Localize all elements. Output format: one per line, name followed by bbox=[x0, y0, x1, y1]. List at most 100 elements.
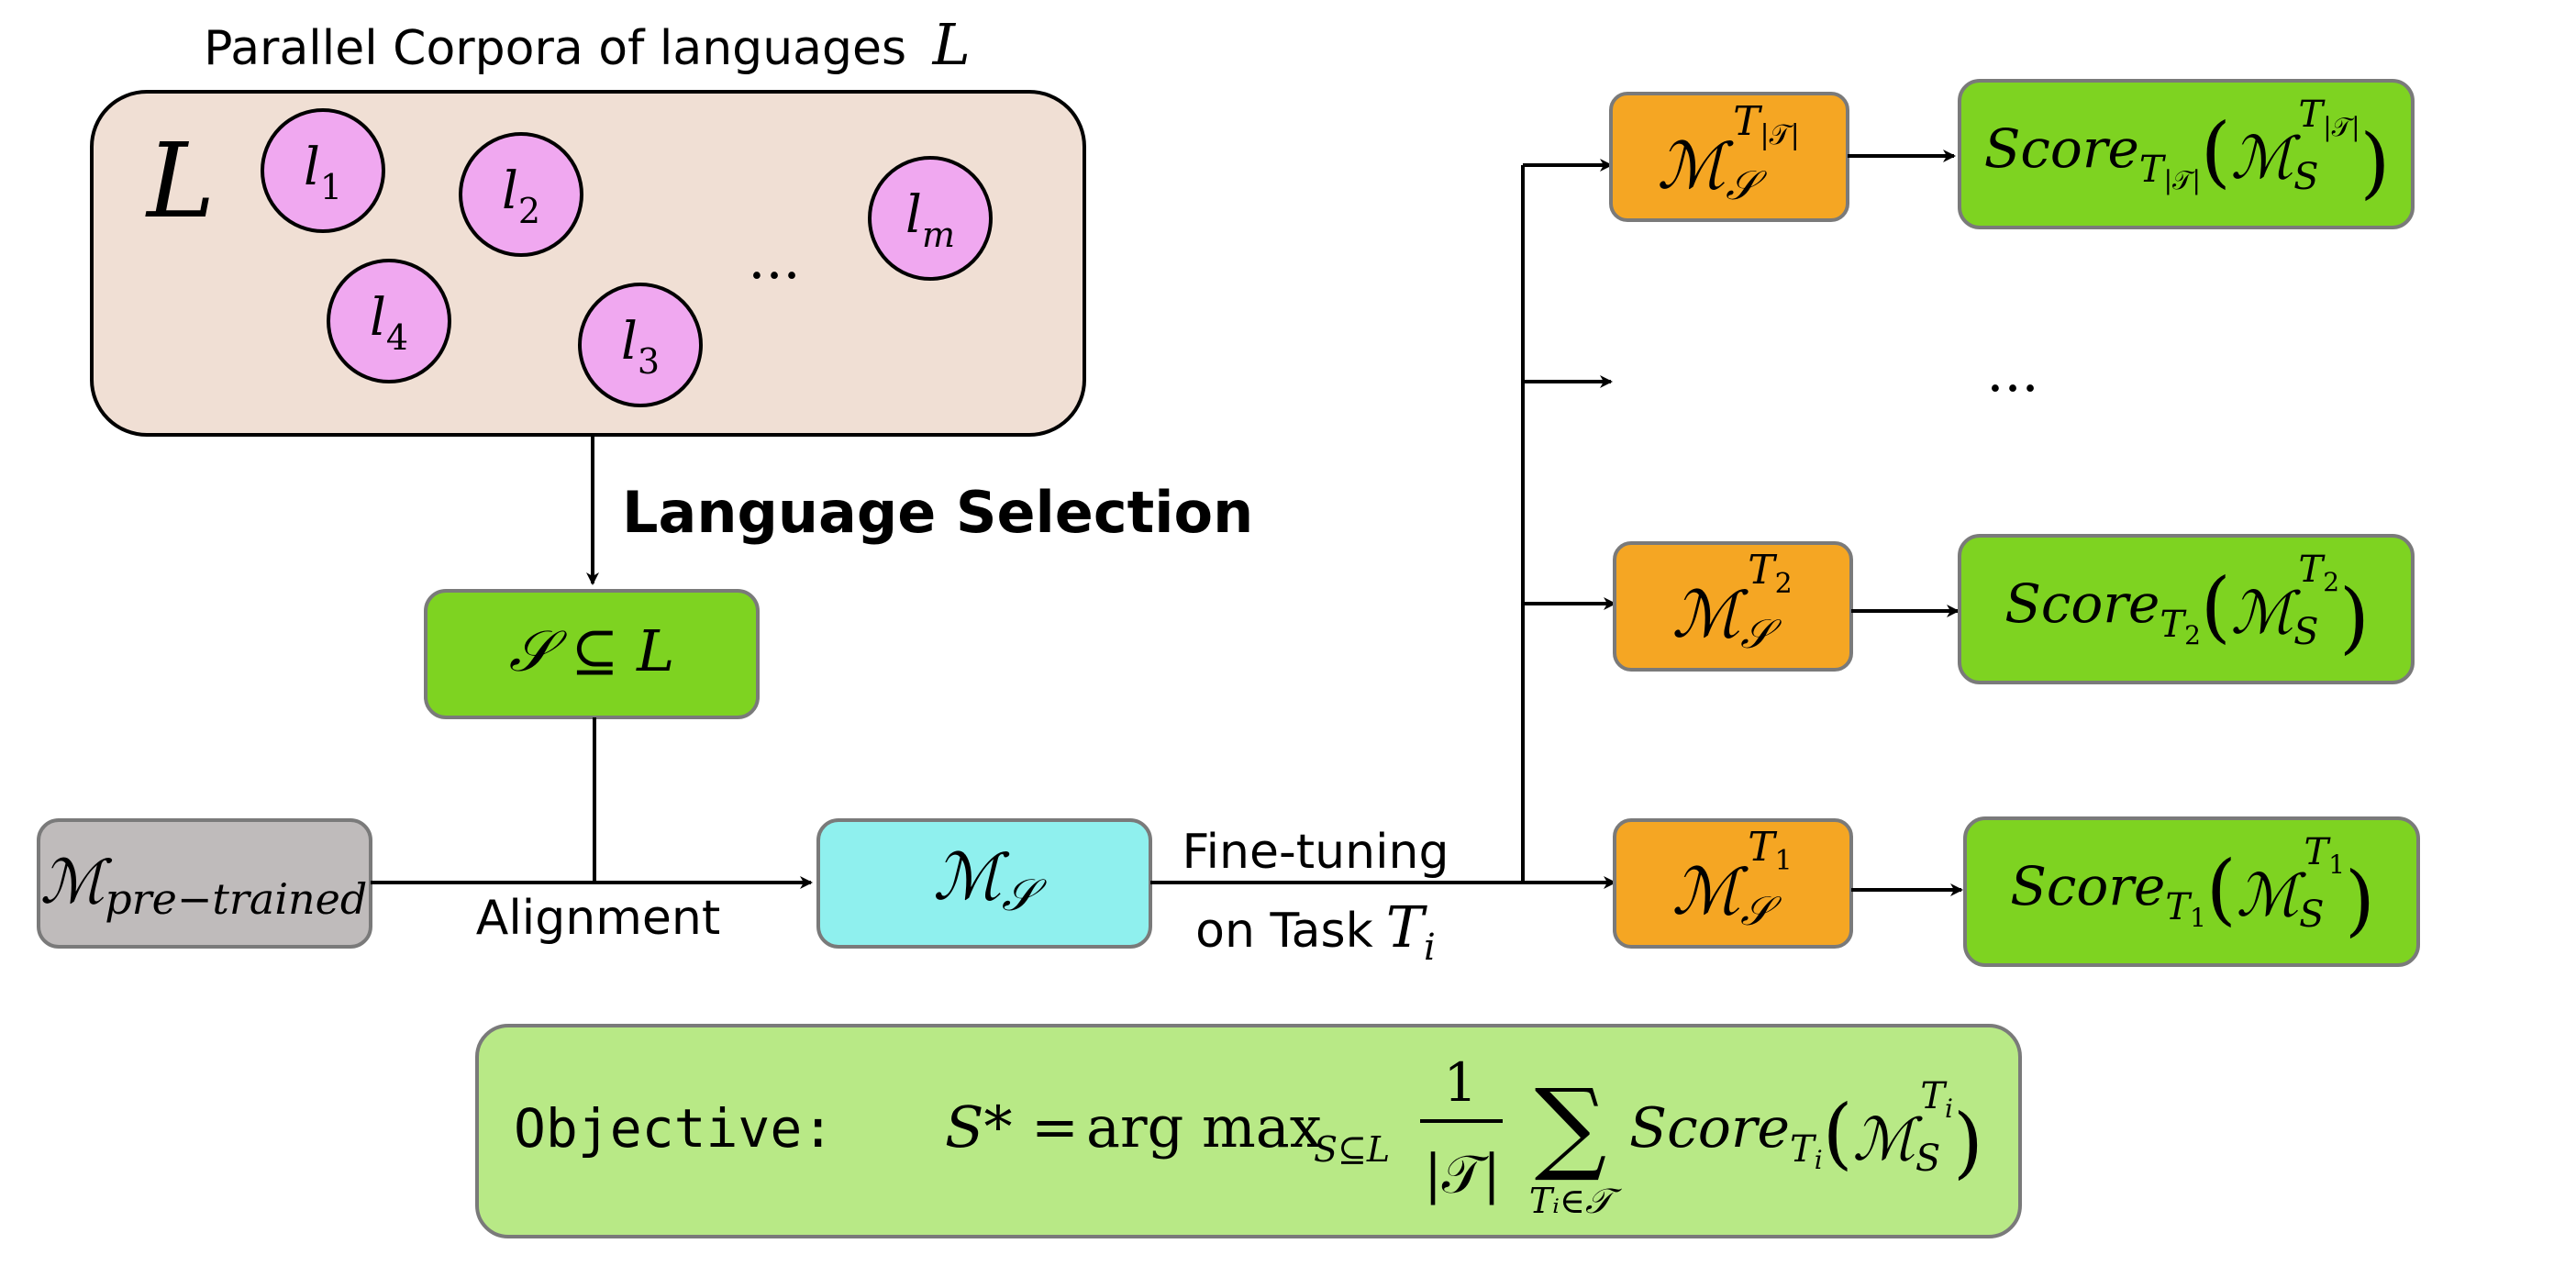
language-base-m: l bbox=[905, 185, 922, 245]
task-model-box-2 bbox=[1613, 541, 1853, 672]
language-circle-1 bbox=[261, 108, 385, 233]
score-prefix-2: Score bbox=[2004, 572, 2160, 635]
score-open-paren-2: ( bbox=[2201, 561, 2231, 651]
language-base-3: l bbox=[621, 312, 638, 372]
language-circle-3 bbox=[578, 283, 703, 407]
objective-score-task-sub: i bbox=[1815, 1145, 1823, 1175]
objective-equals: = bbox=[1031, 1094, 1079, 1160]
aligned-model-symbol: ℳ bbox=[933, 839, 1010, 915]
objective-model-sup-base: T bbox=[1920, 1075, 1948, 1117]
task-model-box-1 bbox=[1613, 818, 1853, 949]
score-close-paren-T: ) bbox=[2360, 117, 2391, 207]
language-sub-2: 2 bbox=[518, 191, 540, 231]
score-model-sub-T: S bbox=[2293, 156, 2318, 198]
finetune-task-sub: i bbox=[1424, 927, 1436, 969]
objective-score-prefix: Score bbox=[1629, 1096, 1790, 1160]
language-circle-2 bbox=[459, 132, 583, 257]
language-label-1: l1 bbox=[304, 138, 342, 207]
task-model-symbol-1: ℳ bbox=[1671, 854, 1749, 929]
pretrained-model-symbol: ℳ bbox=[40, 847, 113, 917]
finetune-task-base: T bbox=[1386, 894, 1428, 961]
score-task-base-T: T bbox=[2139, 149, 2167, 191]
language-node-2: l2 bbox=[459, 132, 583, 257]
objective-close-paren: ) bbox=[1953, 1097, 1983, 1187]
score-model-sup-base-1: T bbox=[2304, 831, 2332, 873]
score-task-base-2: T bbox=[2160, 604, 2187, 646]
task-model-symbol-T: ℳ bbox=[1657, 128, 1734, 204]
score-box-1 bbox=[1963, 816, 2420, 967]
score-open-paren-T: ( bbox=[2201, 106, 2231, 196]
finetune-label-prefix: on Task bbox=[1195, 904, 1373, 959]
pretrained-model-subscript: pre−trained bbox=[105, 874, 367, 924]
task-model-sup-base-1: T bbox=[1748, 824, 1778, 871]
score-task-sub-1: 1 bbox=[2190, 903, 2206, 933]
corpus-title: Parallel Corpora of languages L bbox=[204, 11, 971, 78]
language-sub-m: m bbox=[922, 215, 955, 255]
corpus-ellipsis: ... bbox=[748, 228, 800, 292]
score-model-sup-base-T: T bbox=[2299, 94, 2326, 136]
score-model-sup-sub-T: |𝒯| bbox=[2323, 112, 2359, 142]
language-sub-3: 3 bbox=[638, 341, 660, 382]
objective-fraction-num: 1 bbox=[1444, 1051, 1478, 1114]
pretrained-model-label: ℳpre−trained bbox=[40, 847, 368, 924]
language-circle-4 bbox=[327, 259, 451, 383]
alignment-label: Alignment bbox=[476, 891, 720, 946]
score-ellipsis: ... bbox=[1986, 340, 2038, 405]
language-base-1: l bbox=[304, 138, 320, 197]
score-box-T bbox=[1958, 79, 2415, 229]
finetune-label-line1: Fine-tuning bbox=[1182, 825, 1449, 880]
objective-label: Objective: bbox=[514, 1097, 834, 1160]
language-node-m: lm bbox=[868, 156, 993, 281]
corpus-title-prefix: Parallel Corpora of languages bbox=[204, 21, 906, 76]
objective-fraction-den: |𝒯| bbox=[1424, 1143, 1501, 1205]
task-model-sup-sub-2: 2 bbox=[1775, 568, 1793, 600]
objective-lhs: S* bbox=[945, 1094, 1012, 1160]
language-node-4: l4 bbox=[327, 259, 451, 383]
task-model-sup-base-T: T bbox=[1733, 98, 1763, 145]
language-label-m: lm bbox=[905, 185, 955, 255]
score-model-sup-base-2: T bbox=[2299, 549, 2326, 591]
score-label-2: ScoreT2(ℳST2) bbox=[2004, 549, 2370, 662]
subset-box bbox=[424, 589, 760, 719]
score-model-symbol-2: ℳ bbox=[2231, 580, 2302, 648]
task-model-sup-sub-1: 1 bbox=[1775, 845, 1793, 877]
score-close-paren-1: ) bbox=[2345, 855, 2375, 945]
language-base-2: l bbox=[502, 161, 518, 221]
language-sub-4: 4 bbox=[386, 317, 408, 358]
score-label-1: ScoreT1(ℳST1) bbox=[2010, 831, 2375, 945]
language-label-4: l4 bbox=[370, 288, 408, 358]
score-prefix-T: Score bbox=[1984, 117, 2139, 180]
score-task-sub-2: 2 bbox=[2184, 620, 2201, 650]
score-task-sub-T: |𝒯| bbox=[2164, 165, 2201, 195]
language-sub-1: 1 bbox=[320, 167, 342, 207]
score-close-paren-2: ) bbox=[2339, 572, 2370, 662]
objective-box bbox=[475, 1024, 2022, 1238]
score-model-sub-1: S bbox=[2299, 894, 2324, 936]
task-model-sup-sub-T: |𝒯| bbox=[1760, 119, 1800, 151]
task-model-symbol-2: ℳ bbox=[1671, 577, 1749, 652]
score-model-sub-2: S bbox=[2293, 611, 2318, 653]
score-model-sup-sub-2: 2 bbox=[2323, 567, 2339, 597]
objective-model-symbol: ℳ bbox=[1852, 1106, 1923, 1174]
score-model-symbol-T: ℳ bbox=[2231, 125, 2302, 193]
score-task-base-1: T bbox=[2165, 886, 2193, 928]
objective-model-sup-sub: i bbox=[1945, 1094, 1953, 1124]
objective-score-task-base: T bbox=[1790, 1128, 1817, 1171]
objective-argmax-sub: S⊆L bbox=[1314, 1129, 1390, 1170]
objective-score: ScoreTi(ℳSTi) bbox=[1629, 1075, 1983, 1187]
score-box-2 bbox=[1958, 534, 2415, 684]
language-circle-m bbox=[868, 156, 993, 281]
objective-open-paren: ( bbox=[1823, 1088, 1853, 1178]
language-node-1: l1 bbox=[261, 108, 385, 233]
score-open-paren-1: ( bbox=[2206, 844, 2237, 934]
objective-sum-symbol: ∑ bbox=[1535, 1067, 1607, 1184]
score-prefix-1: Score bbox=[2010, 855, 2165, 917]
objective-sum-sub: Tᵢ∈𝒯 bbox=[1529, 1181, 1622, 1221]
score-model-sup-sub-1: 1 bbox=[2328, 849, 2345, 880]
objective-argmax: arg max bbox=[1086, 1094, 1322, 1160]
language-label-2: l2 bbox=[502, 161, 540, 231]
selection-label: Language Selection bbox=[622, 479, 1253, 546]
language-node-3: l3 bbox=[578, 283, 703, 407]
